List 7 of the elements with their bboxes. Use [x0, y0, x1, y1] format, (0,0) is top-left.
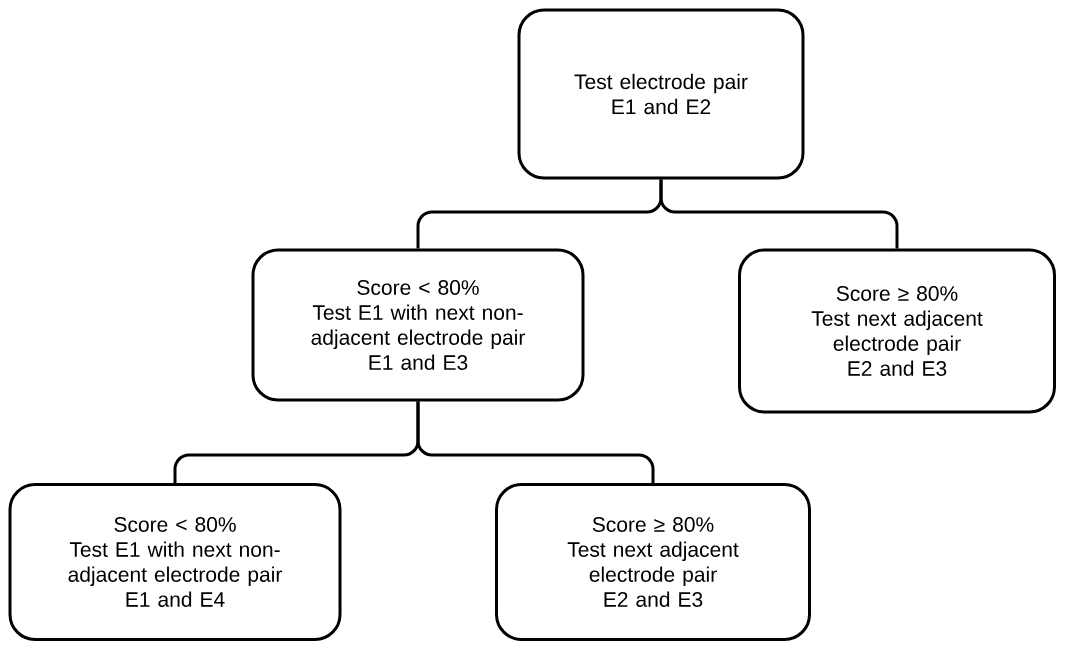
connector — [416, 401, 655, 483]
process-box: Test electrode pair E1 and E2 — [517, 8, 805, 180]
process-box: Score ≥ 80% Test next adjacent electrode pair E2 and E3 — [495, 483, 811, 641]
process-box: Score < 80% Test E1 with next non-adjacent electrode pair E1 and E4 — [8, 483, 342, 641]
connector — [659, 179, 899, 249]
process-box: Score < 80% Test E1 with next non-adjacent electrode pair E1 and E3 — [251, 248, 585, 402]
process-box: Score ≥ 80% Test next adjacent electrode pair E2 and E3 — [738, 248, 1056, 414]
